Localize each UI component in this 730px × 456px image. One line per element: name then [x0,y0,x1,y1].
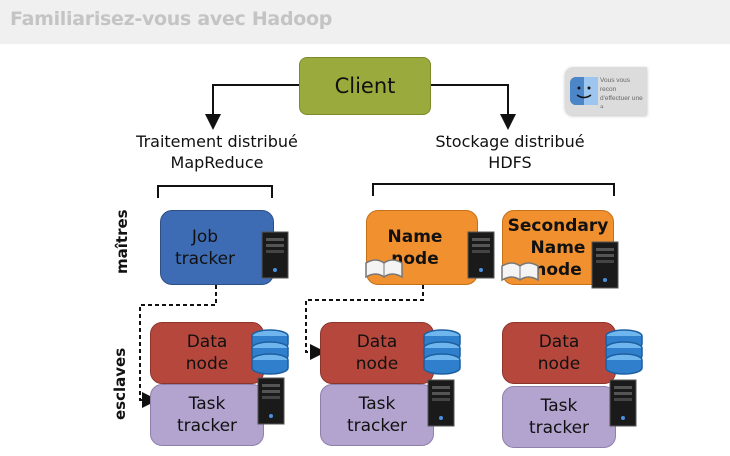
page-header: Familiarisez-vous avec Hadoop [0,0,730,44]
data-node-box: Data node [150,322,264,384]
server-icon [261,231,289,279]
server-icon [591,241,619,289]
mapreduce-heading: Traitement distribué MapReduce [136,132,298,172]
finder-icon [570,77,598,105]
database-icon [423,329,461,375]
page-title: Familiarisez-vous avec Hadoop [10,8,333,30]
job-tracker-box: Job tracker [160,210,274,285]
notification-text: Vous vous recon d'effectuer une a systèm… [600,77,643,108]
book-icon [365,259,403,278]
system-notification[interactable]: Vous vous recon d'effectuer une a systèm… [565,67,647,115]
server-icon [609,379,637,427]
database-icon [251,329,289,375]
task-tracker-box: Task tracker [320,384,434,446]
server-icon [257,377,285,425]
task-tracker-box: Task tracker [502,386,616,448]
hdfs-heading: Stockage distribué HDFS [435,132,585,172]
book-icon [501,262,539,281]
database-icon [605,329,643,375]
server-icon [467,231,495,279]
task-tracker-box: Task tracker [150,384,264,446]
data-node-box: Data node [502,322,616,384]
server-icon [427,379,455,427]
client-box: Client [299,57,431,115]
